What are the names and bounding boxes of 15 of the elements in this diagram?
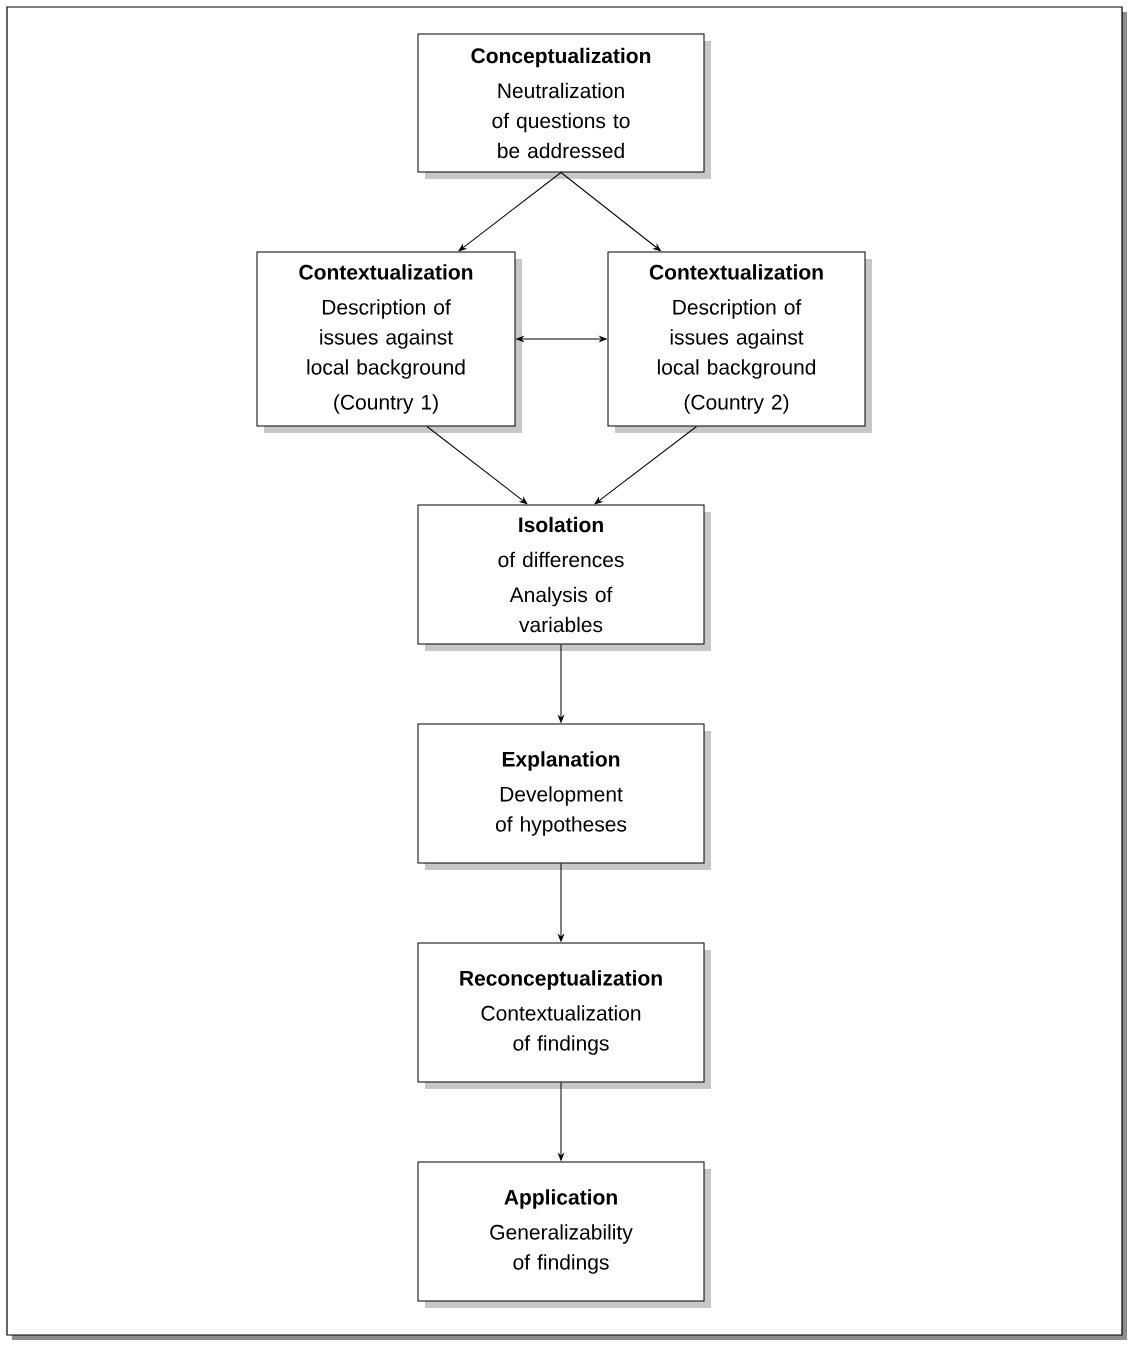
process-box: Contextualization Description of issues against local background (Country 2)	[607, 251, 872, 433]
arrow	[560, 172, 661, 252]
arrow	[558, 644, 564, 723]
process-box: Reconceptualization Contextualization of findings	[417, 942, 711, 1089]
arrow	[558, 863, 564, 942]
process-box: Application Generalizability of findings	[417, 1161, 711, 1308]
process-box: Isolation of differences Analysis of variables	[417, 504, 711, 651]
arrow	[426, 426, 528, 505]
arrow	[594, 426, 697, 505]
arrow	[516, 336, 607, 342]
process-box: Explanation Development of hypotheses	[417, 723, 711, 870]
process-box: Conceptualization Neutralization of questions to be addressed	[417, 33, 711, 179]
arrow	[558, 1082, 564, 1161]
process-box: Contextualization Description of issues against local background (Country 1)	[256, 251, 522, 433]
arrow	[458, 172, 562, 252]
